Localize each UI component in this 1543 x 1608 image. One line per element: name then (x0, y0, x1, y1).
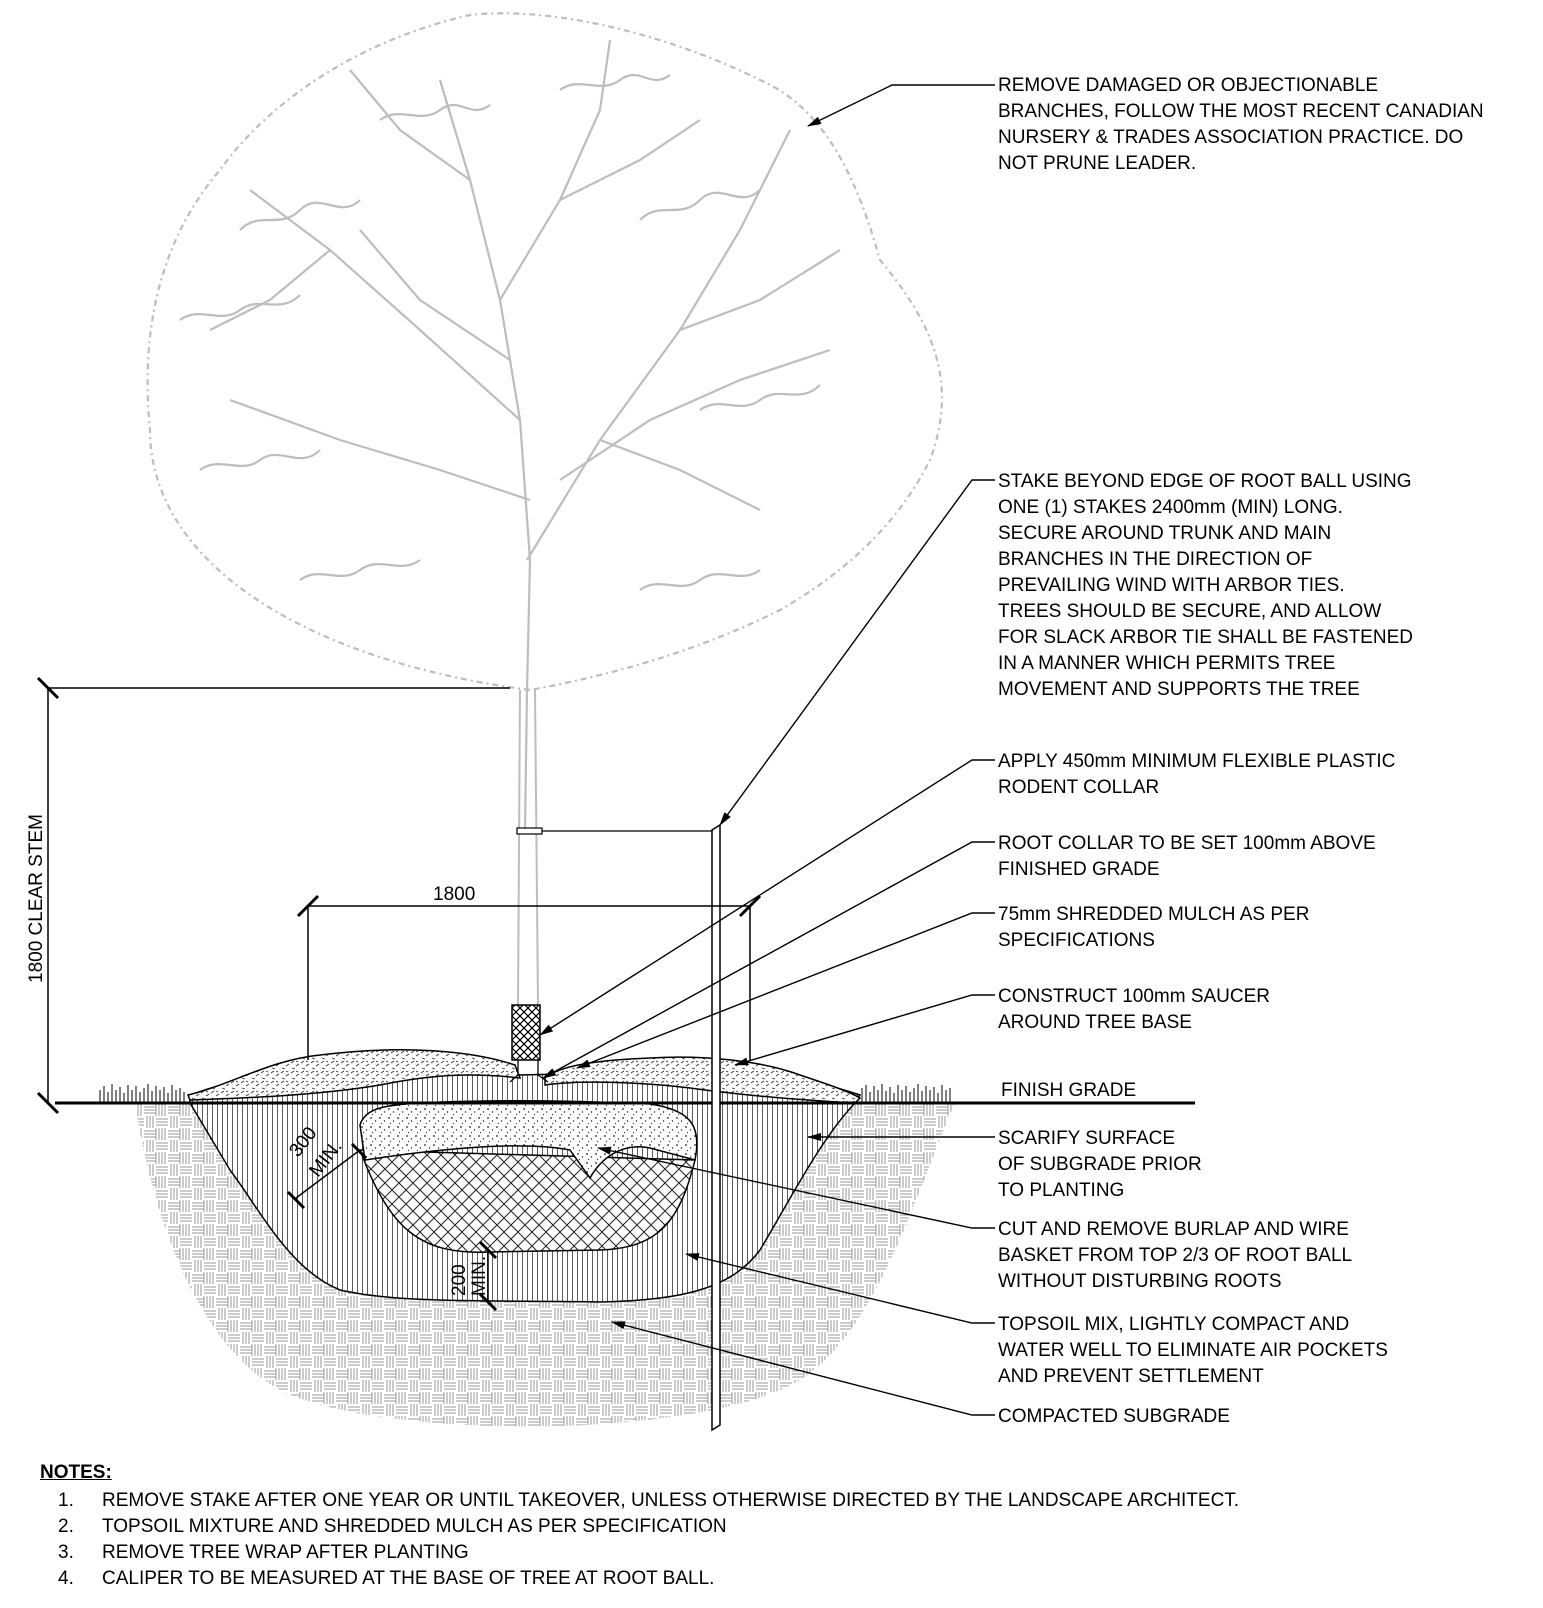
svg-text:CUT AND REMOVE BURLAP AND WIRE: CUT AND REMOVE BURLAP AND WIRE (998, 1219, 1349, 1240)
svg-text:REMOVE DAMAGED OR OBJECTIONABL: REMOVE DAMAGED OR OBJECTIONABLE (998, 75, 1378, 96)
leader-topsoil (685, 1253, 995, 1324)
callout-subgrade: COMPACTED SUBGRADE (998, 1406, 1230, 1427)
stake (711, 823, 721, 1432)
dimension-bottom-min (478, 1240, 498, 1312)
grass-tufts (99, 1084, 951, 1103)
svg-text:TREES SHOULD BE SECURE, AND AL: TREES SHOULD BE SECURE, AND ALLOW (998, 601, 1381, 622)
svg-text:AND PREVENT SETTLEMENT: AND PREVENT SETTLEMENT (998, 1366, 1264, 1387)
callout-rodent: APPLY 450mm MINIMUM FLEXIBLE PLASTIC ROD… (998, 751, 1395, 798)
svg-text:SECURE AROUND TRUNK AND MAIN: SECURE AROUND TRUNK AND MAIN (998, 523, 1331, 544)
svg-text:APPLY 450mm MINIMUM FLEXIBLE P: APPLY 450mm MINIMUM FLEXIBLE PLASTIC (998, 751, 1395, 772)
svg-text:FINISHED GRADE: FINISHED GRADE (998, 859, 1160, 880)
root-ball (358, 1149, 696, 1253)
svg-text:TO PLANTING: TO PLANTING (998, 1180, 1124, 1201)
svg-text:COMPACTED SUBGRADE: COMPACTED SUBGRADE (998, 1406, 1230, 1427)
callout-prune: REMOVE DAMAGED OR OBJECTIONABLE BRANCHES… (998, 75, 1484, 174)
dimension-clear-stem (36, 676, 510, 1115)
svg-text:PREVAILING WIND WITH ARBOR TIE: PREVAILING WIND WITH ARBOR TIES. (998, 575, 1345, 596)
callout-scarify: SCARIFY SURFACE OF SUBGRADE PRIOR TO PLA… (998, 1128, 1202, 1201)
note-number: 3. (58, 1542, 74, 1563)
arbor-tie (516, 827, 543, 835)
leader-subgrade (611, 1321, 995, 1416)
dimension-width (296, 894, 762, 1060)
leader-saucer (734, 994, 995, 1066)
note-item: 4. CALIPER TO BE MEASURED AT THE BASE OF… (40, 1566, 1239, 1592)
svg-text:IN A MANNER WHICH PERMITS TREE: IN A MANNER WHICH PERMITS TREE (998, 653, 1335, 674)
dimension-bottom-min-unit: MIN. (469, 1256, 490, 1296)
svg-text:BRANCHES, FOLLOW THE MOST RECE: BRANCHES, FOLLOW THE MOST RECENT CANADIA… (998, 101, 1484, 122)
svg-text:BASKET FROM TOP 2/3 OF ROOT BA: BASKET FROM TOP 2/3 OF ROOT BALL (998, 1245, 1352, 1266)
note-text: TOPSOIL MIXTURE AND SHREDDED MULCH AS PE… (102, 1516, 727, 1537)
tree-canopy (146, 12, 943, 831)
dimension-side-min (286, 1142, 368, 1210)
callout-saucer: CONSTRUCT 100mm SAUCER AROUND TREE BASE (998, 986, 1270, 1033)
notes-section: NOTES: 1. REMOVE STAKE AFTER ONE YEAR OR… (40, 1462, 1239, 1592)
svg-text:RODENT COLLAR: RODENT COLLAR (998, 777, 1159, 798)
svg-text:BRANCHES IN THE DIRECTION OF: BRANCHES IN THE DIRECTION OF (998, 549, 1312, 570)
svg-text:TOPSOIL MIX, LIGHTLY COMPACT A: TOPSOIL MIX, LIGHTLY COMPACT AND (998, 1314, 1349, 1335)
leader-rodent (539, 759, 995, 1036)
svg-text:NOT PRUNE LEADER.: NOT PRUNE LEADER. (998, 153, 1196, 174)
rodent-collar (511, 1004, 541, 1061)
leader-prune (807, 84, 995, 127)
tree-trunk (517, 689, 539, 1006)
leader-lines (539, 84, 995, 1416)
svg-text:SCARIFY SURFACE: SCARIFY SURFACE (998, 1128, 1175, 1149)
dimension-clear-stem-text: 1800 CLEAR STEM (26, 814, 47, 983)
note-number: 2. (58, 1516, 74, 1537)
svg-text:WITHOUT DISTURBING ROOTS: WITHOUT DISTURBING ROOTS (998, 1271, 1282, 1292)
svg-text:STAKE BEYOND EDGE OF ROOT BALL: STAKE BEYOND EDGE OF ROOT BALL USING (998, 471, 1412, 492)
svg-text:ROOT COLLAR TO BE SET 100mm AB: ROOT COLLAR TO BE SET 100mm ABOVE (998, 833, 1376, 854)
callout-stake: STAKE BEYOND EDGE OF ROOT BALL USING ONE… (998, 471, 1413, 700)
note-number: 4. (58, 1568, 74, 1589)
note-text: REMOVE TREE WRAP AFTER PLANTING (102, 1542, 469, 1563)
note-item: 3. REMOVE TREE WRAP AFTER PLANTING (40, 1540, 1239, 1566)
svg-text:FOR SLACK ARBOR TIE SHALL BE F: FOR SLACK ARBOR TIE SHALL BE FASTENED (998, 627, 1413, 648)
leader-mulch (576, 912, 995, 1069)
note-item: 2. TOPSOIL MIXTURE AND SHREDDED MULCH AS… (40, 1514, 1239, 1540)
svg-text:OF SUBGRADE PRIOR: OF SUBGRADE PRIOR (998, 1154, 1202, 1175)
callout-root-collar: ROOT COLLAR TO BE SET 100mm ABOVE FINISH… (998, 833, 1376, 880)
callout-topsoil: TOPSOIL MIX, LIGHTLY COMPACT AND WATER W… (998, 1314, 1388, 1387)
svg-text:AROUND TREE BASE: AROUND TREE BASE (998, 1012, 1192, 1033)
svg-text:CONSTRUCT 100mm SAUCER: CONSTRUCT 100mm SAUCER (998, 986, 1270, 1007)
notes-title: NOTES: (40, 1462, 112, 1483)
leader-burlap (597, 1146, 995, 1229)
callout-finish-grade: FINISH GRADE (1001, 1080, 1136, 1101)
svg-text:FINISH GRADE: FINISH GRADE (1001, 1080, 1136, 1101)
leader-root-collar (542, 841, 995, 1079)
svg-text:MOVEMENT AND SUPPORTS THE TREE: MOVEMENT AND SUPPORTS THE TREE (998, 679, 1360, 700)
svg-text:SPECIFICATIONS: SPECIFICATIONS (998, 930, 1155, 951)
note-text: CALIPER TO BE MEASURED AT THE BASE OF TR… (102, 1568, 715, 1589)
note-text: REMOVE STAKE AFTER ONE YEAR OR UNTIL TAK… (102, 1490, 1240, 1511)
callout-burlap: CUT AND REMOVE BURLAP AND WIRE BASKET FR… (998, 1219, 1352, 1292)
dimension-bottom-min-value: 200 (449, 1264, 470, 1296)
note-number: 1. (58, 1490, 74, 1511)
note-item: 1. REMOVE STAKE AFTER ONE YEAR OR UNTIL … (40, 1488, 1239, 1514)
svg-text:WATER WELL TO ELIMINATE AIR PO: WATER WELL TO ELIMINATE AIR POCKETS (998, 1340, 1388, 1361)
svg-text:75mm SHREDDED MULCH AS PER: 75mm SHREDDED MULCH AS PER (998, 904, 1309, 925)
svg-text:ONE (1) STAKES 2400mm (MIN) LO: ONE (1) STAKES 2400mm (MIN) LONG. (998, 497, 1343, 518)
callout-mulch: 75mm SHREDDED MULCH AS PER SPECIFICATION… (998, 904, 1309, 951)
leader-stake (719, 479, 995, 826)
svg-text:NURSERY & TRADES ASSOCIATION P: NURSERY & TRADES ASSOCIATION PRACTICE. D… (998, 127, 1463, 148)
dimension-width-text: 1800 (433, 884, 475, 905)
